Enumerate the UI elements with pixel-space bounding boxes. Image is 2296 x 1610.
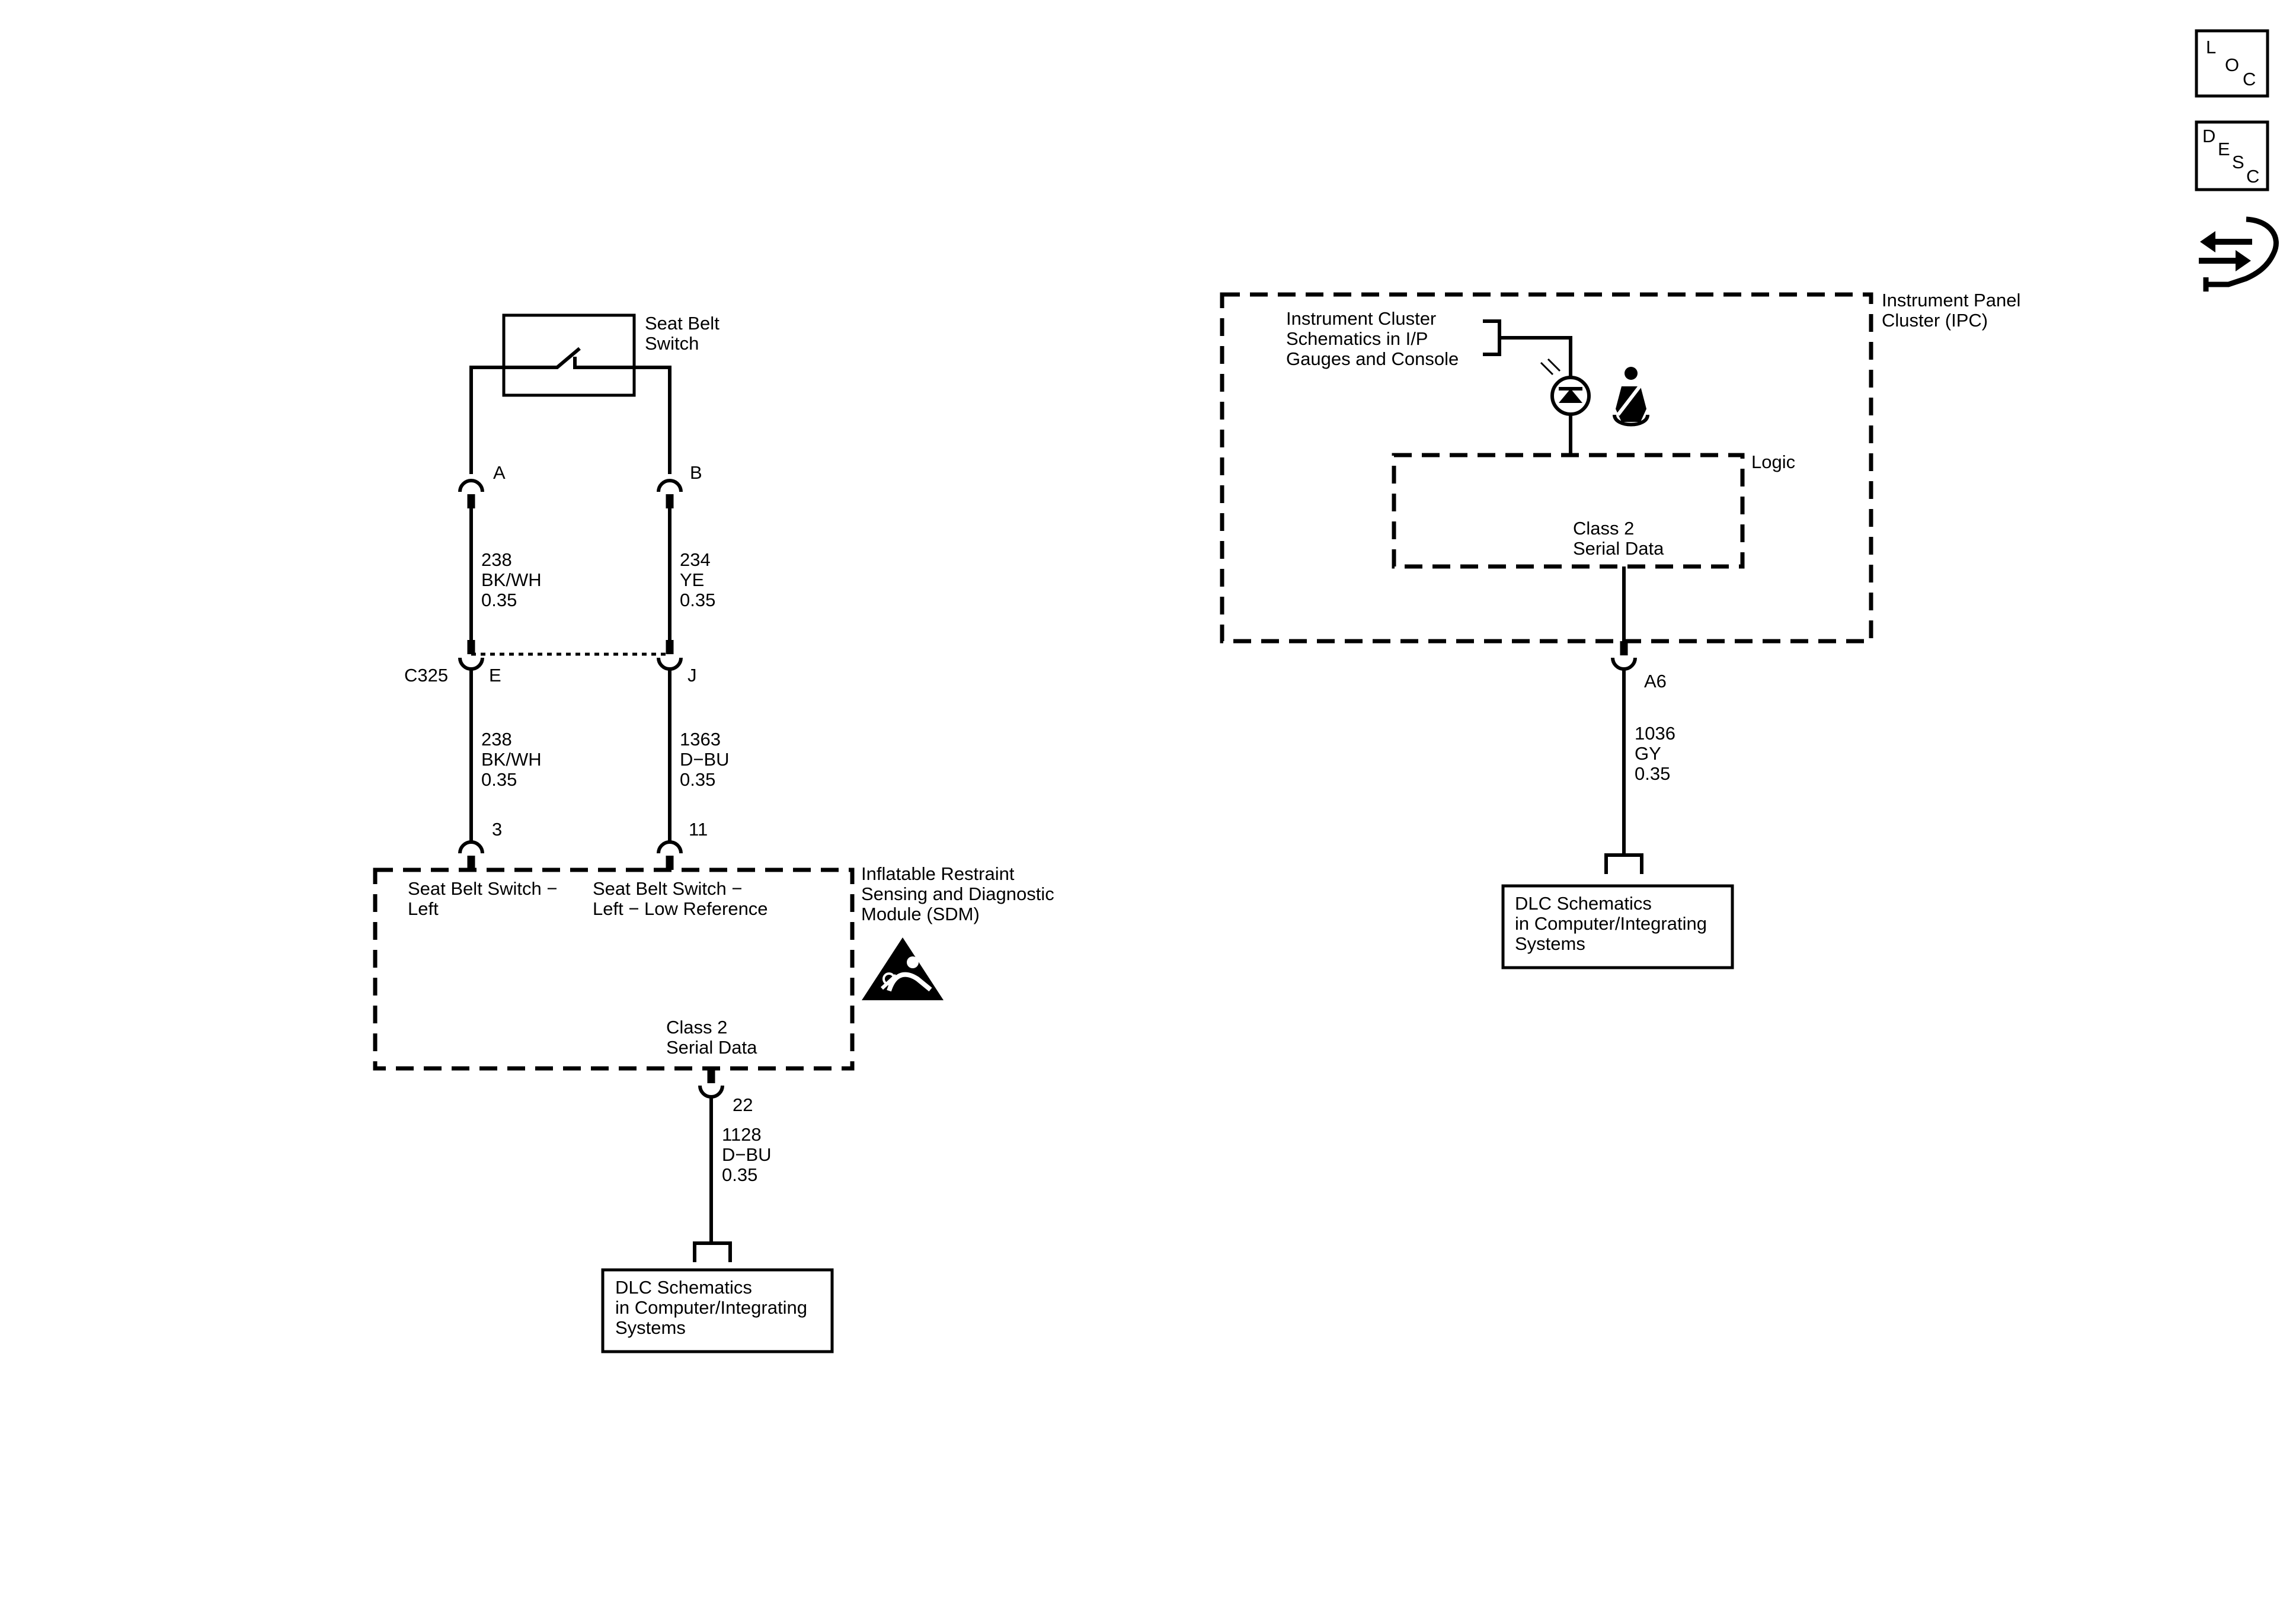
sdm-serial-line1: Class 2 [666, 1017, 727, 1038]
ipc-serial-line1: Class 2 [1573, 518, 1634, 539]
seat-belt-switch [502, 313, 636, 397]
wire-238-upper-circuit: 238 [481, 549, 512, 570]
dlc-right-line2: in Computer/Integrating [1515, 913, 1707, 934]
ipc-logic-label: Logic [1751, 452, 1795, 472]
sdm-pin-left-line1: Seat Belt Switch − [408, 878, 557, 899]
loc-letter-c: C [2243, 69, 2256, 89]
wire-1363-gauge: 0.35 [680, 769, 715, 790]
wrench-arrows-icon[interactable] [2199, 216, 2279, 292]
wire-1128-circuit: 1128 [722, 1124, 762, 1145]
connector-a6-socket [1611, 657, 1637, 671]
pin-11-socket [657, 840, 683, 854]
sdm-name-line1: Inflatable Restraint [861, 863, 1015, 884]
wire-238-lower-color: BK/WH [481, 749, 542, 770]
wire-1363-color: D−BU [680, 749, 730, 770]
sdm-module-outline [373, 868, 855, 1071]
wire-switch-to-a [469, 366, 504, 474]
wire-238-lower-circuit: 238 [481, 729, 512, 750]
ipc-name-line2: Cluster (IPC) [1882, 310, 1988, 331]
desc-letter-c: C [2246, 166, 2259, 187]
dlc-left-line1: DLC Schematics [615, 1277, 752, 1298]
connector-j-label: J [687, 665, 697, 686]
desc-icon[interactable]: D E S C [2195, 120, 2269, 191]
dlc-left-terminal [693, 1241, 732, 1262]
loc-icon[interactable]: L O C [2195, 29, 2269, 98]
dlc-right-box[interactable] [1501, 884, 1734, 969]
wire-1128-color: D−BU [722, 1144, 772, 1165]
pin-22-label: 22 [733, 1094, 753, 1115]
wire-238-upper-color: BK/WH [481, 569, 542, 590]
wire-1128-gauge: 0.35 [722, 1164, 757, 1185]
ipc-serial-line2: Serial Data [1573, 538, 1664, 559]
dlc-left-line3: Systems [615, 1317, 686, 1338]
dlc-left-box[interactable] [601, 1268, 834, 1353]
wire-1036-gauge: 0.35 [1635, 763, 1670, 784]
pin-11-label: 11 [689, 819, 708, 840]
connector-c325-label: C325 [404, 665, 448, 686]
wire-234-color: YE [680, 569, 704, 590]
wire-238-upper-gauge: 0.35 [481, 590, 517, 610]
wire-1363-circuit: 1363 [680, 729, 721, 750]
wire-1036-color: GY [1635, 743, 1661, 764]
connector-e-socket [458, 657, 484, 671]
airbag-warning-icon [862, 937, 944, 1000]
desc-letter-e: E [2218, 139, 2230, 159]
wire-1036-circuit: 1036 [1635, 723, 1675, 744]
seatbelt-icon [1613, 367, 1649, 427]
seat-belt-switch-label-line1: Seat Belt [645, 313, 720, 334]
ipc-module-outline [1220, 292, 1873, 644]
dlc-left-line2: in Computer/Integrating [615, 1297, 807, 1318]
wire-238-lower-gauge: 0.35 [481, 769, 517, 790]
seat-belt-switch-label-line2: Switch [645, 333, 699, 354]
connector-a-socket [458, 479, 484, 492]
sdm-pin-left-line2: Left [408, 898, 439, 919]
sdm-name-line2: Sensing and Diagnostic [861, 884, 1054, 904]
loc-letter-l: L [2206, 37, 2216, 57]
sdm-serial-line2: Serial Data [666, 1037, 757, 1058]
sdm-pin-right-line1: Seat Belt Switch − [593, 878, 742, 899]
seatbelt-indicator-led [1540, 358, 1591, 416]
dlc-right-line1: DLC Schematics [1515, 893, 1652, 914]
ipc-ref-line3: Gauges and Console [1286, 348, 1459, 369]
ipc-ref-bracket [1483, 319, 1572, 377]
loc-letter-o: O [2225, 55, 2239, 75]
ipc-logic-outline [1392, 453, 1745, 569]
pin-3-socket [458, 840, 484, 854]
sdm-pin-right-line2: Left − Low Reference [593, 898, 768, 919]
ipc-ref-line2: Schematics in I/P [1286, 328, 1428, 349]
ipc-name-line1: Instrument Panel [1882, 290, 2020, 311]
connector-b-socket [657, 479, 683, 492]
pin-22-socket [698, 1085, 724, 1099]
connector-j-socket [657, 657, 683, 671]
desc-letter-s: S [2232, 152, 2244, 172]
ipc-ref-line1: Instrument Cluster [1286, 308, 1436, 329]
dlc-right-terminal [1604, 853, 1643, 874]
sdm-name-line3: Module (SDM) [861, 904, 980, 924]
wire-234-circuit: 234 [680, 549, 711, 570]
connector-a6-label: A6 [1644, 671, 1667, 692]
connector-e-label: E [489, 665, 501, 686]
wire-switch-to-b [634, 366, 671, 474]
dlc-right-line3: Systems [1515, 933, 1585, 954]
wire-234-gauge: 0.35 [680, 590, 715, 610]
connector-a-label: A [493, 462, 506, 483]
desc-letter-d: D [2202, 126, 2215, 146]
connector-b-label: B [690, 462, 702, 483]
pin-3-label: 3 [492, 819, 502, 840]
